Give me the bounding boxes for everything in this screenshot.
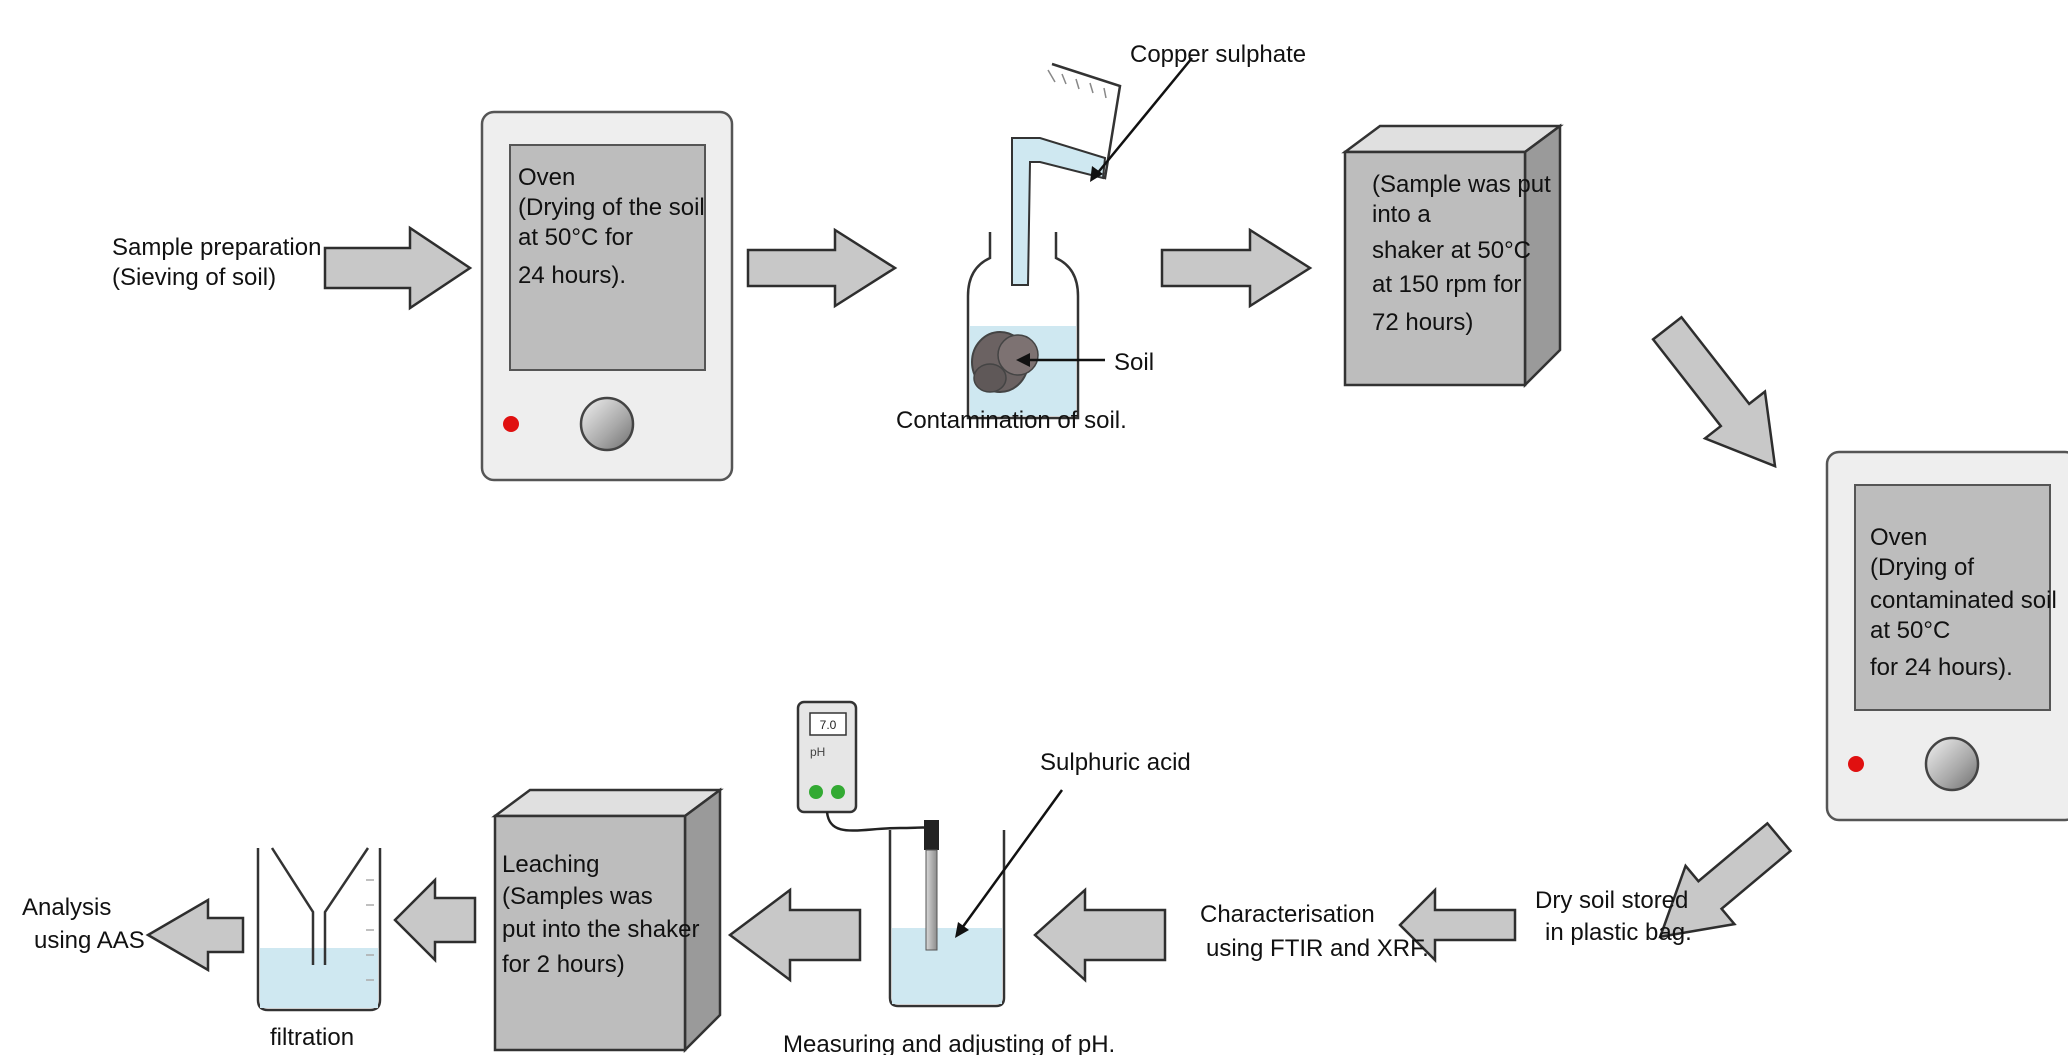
oven-2-text-2: (Drying of [1870, 554, 1974, 581]
arrow-left-icon [393, 876, 477, 964]
shaker-top [1341, 124, 1564, 154]
filtration-setup: filtration [256, 847, 382, 1051]
arrow-left-icon [145, 897, 245, 973]
dry-soil-text-2: in plastic bag. [1545, 919, 1692, 946]
arrow-left-icon [1398, 886, 1517, 964]
characterisation-text-1: Characterisation [1200, 901, 1375, 928]
arrow-left-icon [1033, 887, 1167, 983]
probe-cable [825, 811, 934, 832]
meter-button-icon [809, 785, 823, 799]
shaker-1-text-2: into a [1372, 201, 1431, 228]
copper-sulphate-label: Copper sulphate [1130, 41, 1306, 68]
shaker-2: Leaching (Samples was put into the shake… [491, 787, 724, 1054]
contamination-label: Contamination of soil. [896, 407, 1127, 434]
shaker-1-text-5: 72 hours) [1372, 309, 1473, 336]
analysis-text-2: using AAS [34, 927, 145, 954]
shaker-1-text-4: at 150 rpm for [1372, 271, 1521, 298]
contamination-setup: Copper sulphate Soil Contamination of so… [896, 41, 1306, 434]
soil-label: Soil [1114, 349, 1154, 376]
beaker-liquid [892, 928, 1002, 1004]
indicator-light-icon [503, 416, 519, 432]
filtration-beaker [256, 848, 382, 1012]
leaching-text-4: for 2 hours) [502, 951, 625, 978]
oven-1-text-3: at 50°C for [518, 224, 633, 251]
analysis-text-1: Analysis [22, 894, 111, 921]
arrow-down-left-icon [1658, 821, 1793, 939]
shaker-1: (Sample was put into a shaker at 50°C at… [1341, 123, 1564, 389]
ph-reading: 7.0 [820, 718, 837, 732]
dry-soil-text-1: Dry soil stored [1535, 887, 1688, 914]
oven-screen [509, 144, 706, 371]
filtrate-liquid [260, 948, 378, 1008]
leaching-text-3: put into the shaker [502, 916, 699, 943]
shaker-face [1343, 150, 1527, 387]
characterisation-text-2: using FTIR and XRF. [1206, 935, 1429, 962]
probe-head [924, 820, 939, 850]
indicator-light-icon [1848, 756, 1864, 772]
oven-1-text-4: 24 hours). [518, 262, 626, 289]
liquid-stream [1011, 137, 1107, 286]
arrow-right-icon [1160, 227, 1313, 309]
oven-2: Oven (Drying of contaminated soil at 50°… [1825, 450, 2068, 822]
ph-display [809, 712, 847, 736]
arrow-left-icon [727, 887, 862, 983]
bottle [966, 232, 1080, 420]
oven-2-text-3: contaminated soil [1870, 587, 2057, 614]
pointer-line [960, 789, 1064, 929]
ph-measurement-setup: 7.0 pH Sulphuric acid Measuring and adju… [783, 700, 1191, 1055]
funnel-icon [270, 847, 370, 965]
shaker-1-text-1: (Sample was put [1372, 171, 1551, 198]
shaker-1-text-3: shaker at 50°C [1372, 237, 1531, 264]
ph-beaker [888, 830, 1006, 1008]
filtration-label: filtration [270, 1024, 354, 1051]
sample-preparation-line-1: Sample preparation [112, 234, 321, 261]
knob-icon [579, 396, 635, 452]
probe-icon [925, 849, 938, 951]
oven-1: Oven (Drying of the soil at 50°C for 24 … [480, 110, 734, 482]
sample-preparation-line-2: (Sieving of soil) [112, 264, 276, 291]
pointer-line [1095, 57, 1193, 176]
knob-icon [1924, 736, 1980, 792]
ph-label: Measuring and adjusting of pH. [783, 1031, 1115, 1055]
arrow-right-icon [746, 227, 898, 309]
leaching-text-1: Leaching [502, 851, 599, 878]
oven-screen [1854, 484, 2051, 711]
meter-button-icon [831, 785, 845, 799]
leaching-text-2: (Samples was [502, 883, 653, 910]
sulphuric-acid-label: Sulphuric acid [1040, 749, 1191, 776]
oven-2-text-4: at 50°C [1870, 617, 1950, 644]
oven-2-text-1: Oven [1870, 524, 1927, 551]
arrow-right-icon [323, 225, 473, 311]
sample-preparation-label: Sample preparation (Sieving of soil) [112, 234, 321, 291]
oven-1-text-2: (Drying of the soil [518, 194, 705, 221]
shaker-face [493, 814, 687, 1052]
oven-2-text-5: for 24 hours). [1870, 654, 2013, 681]
arrow-down-right-icon [1651, 315, 1777, 469]
ph-unit: pH [810, 745, 825, 759]
shaker-top [491, 788, 724, 818]
oven-1-text-1: Oven [518, 164, 575, 191]
